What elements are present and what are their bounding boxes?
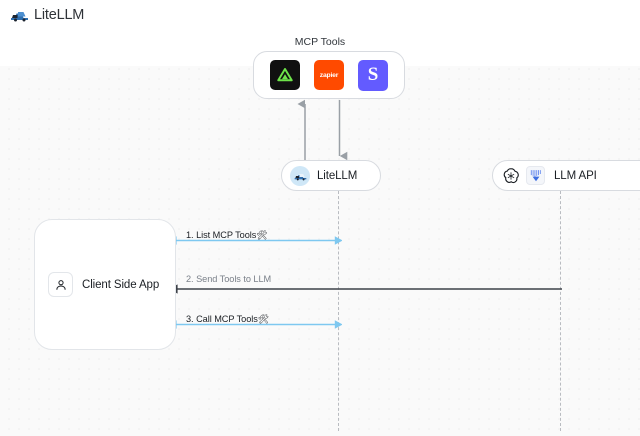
llm-api-label: LLM API: [554, 169, 597, 182]
user-icon: [48, 272, 73, 297]
litellm-node-label: LiteLLM: [317, 169, 358, 182]
message-3-text: 3. Call MCP Tools: [186, 314, 258, 324]
stripe-tool-icon[interactable]: S: [358, 59, 388, 91]
litellm-logo-icon: [11, 12, 28, 22]
message-1-arrow: [170, 236, 342, 245]
litellm-node[interactable]: LiteLLM: [281, 160, 381, 191]
message-1-text: 1. List MCP Tools: [186, 230, 257, 240]
green-triangle-glyph: [277, 68, 293, 82]
message-2-label: 2. Send Tools to LLM: [186, 274, 271, 284]
message-2-text: 2. Send Tools to LLM: [186, 274, 272, 284]
litellm-avatar-icon: [290, 165, 310, 186]
mcp-tools-label: MCP Tools: [294, 36, 346, 48]
message-3-label: 3. Call MCP Tools🛠: [186, 314, 269, 325]
mcp-tools-node[interactable]: zapier S: [253, 51, 405, 99]
zapier-tool-icon[interactable]: zapier: [314, 60, 344, 90]
app-header: LiteLLM: [0, 0, 640, 30]
llm-api-lifeline: [560, 191, 561, 431]
message-1-emoji: 🛠: [256, 230, 268, 240]
anthropic-icon: [526, 166, 545, 185]
client-side-app-node[interactable]: Client Side App: [34, 219, 176, 350]
brand-name: LiteLLM: [34, 7, 85, 23]
openai-icon: [503, 167, 519, 183]
message-1-label: 1. List MCP Tools🛠: [186, 230, 268, 241]
mcp-to-litellm-arrows: [297, 99, 348, 161]
user-glyph: [55, 279, 66, 290]
message-3-arrow: [170, 320, 342, 329]
message-3-emoji: 🛠: [257, 314, 270, 324]
client-side-app-label: Client Side App: [82, 278, 160, 291]
message-2-arrow: [170, 284, 562, 294]
anthropic-glyph: [530, 170, 541, 182]
llm-api-node[interactable]: LLM API: [492, 160, 640, 191]
litellm-truck-glyph: [294, 173, 306, 180]
linear-tool-icon[interactable]: [270, 60, 300, 90]
litellm-lifeline: [338, 191, 339, 431]
